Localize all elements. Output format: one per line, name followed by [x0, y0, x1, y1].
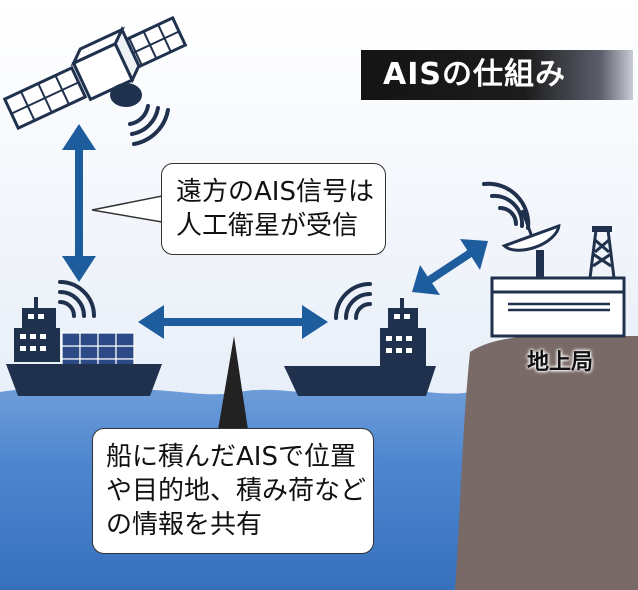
callout-ship: 船に積んだAISで位置 や目的地、積み荷など の情報を共有 — [92, 428, 374, 554]
ground-station-icon — [490, 209, 626, 338]
cliff — [455, 336, 638, 590]
cargo-ship-signal-icon — [58, 280, 96, 318]
callout-satellite: 遠方のAIS信号は 人工衛星が受信 — [161, 163, 386, 255]
ship-station-arrow — [412, 239, 488, 295]
callout-ship-pointer — [218, 336, 248, 430]
ship-ship-arrow — [138, 305, 328, 339]
callout-satellite-line2: 人工衛星が受信 — [176, 211, 359, 241]
satellite-icon — [2, 15, 188, 131]
satellite-signal-icon — [128, 104, 170, 146]
ground-station-label: 地上局 — [526, 350, 593, 375]
satellite-ship-arrow — [62, 124, 96, 282]
ship-icon — [284, 298, 436, 396]
station-signal-icon — [482, 181, 531, 230]
callout-ship-line2: や目的地、積み荷など — [106, 476, 367, 506]
diagram-title: AISの仕組み — [361, 50, 633, 100]
ship-signal-icon — [334, 282, 372, 320]
callout-satellite-line1: 遠方のAIS信号は — [176, 177, 374, 207]
callout-ship-line3: の情報を共有 — [106, 510, 263, 540]
cargo-ship-icon — [6, 297, 162, 396]
callout-ship-line1: 船に積んだAISで位置 — [106, 442, 356, 472]
